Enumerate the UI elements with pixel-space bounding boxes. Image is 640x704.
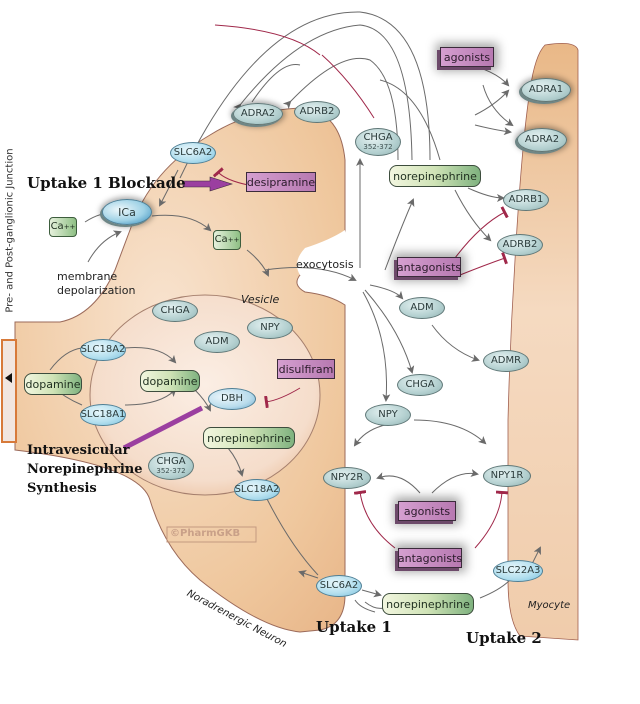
junction-bracket (1, 339, 17, 443)
membrane-label-line2: depolarization (57, 284, 136, 297)
intravesicular-line1: Intravesicular (27, 443, 130, 458)
membrane-label: membrane depolarization (57, 270, 135, 298)
gene-adrb2-presynaptic[interactable]: ADRB2 (294, 101, 340, 123)
gene-chga-vesicle[interactable]: CHGA (152, 300, 198, 322)
ca-outside-text: Ca (50, 221, 64, 232)
pharmgkb-watermark: ©PharmGKB (170, 528, 241, 539)
collapse-triangle-icon[interactable] (5, 373, 12, 383)
chga-cleft-sub: 352-372 (363, 143, 393, 151)
drug-desipramine[interactable]: desipramine (246, 172, 316, 192)
gene-slc18a2-left[interactable]: SLC18A2 (80, 339, 126, 361)
chemical-ca-outside[interactable]: Ca++ (49, 217, 77, 237)
gene-adm-vesicle[interactable]: ADM (194, 331, 240, 353)
watermark-box (166, 526, 257, 543)
drug-antagonists-adrenergic[interactable]: antagonists (397, 257, 461, 277)
exocytosis-pocket (296, 230, 345, 300)
ca-inside-charge: ++ (227, 235, 240, 244)
chemical-norepinephrine-bottom[interactable]: norepinephrine (382, 593, 474, 615)
gene-adrb1[interactable]: ADRB1 (503, 189, 549, 211)
gene-chga-352-372-cleft[interactable]: CHGA 352-372 (355, 128, 401, 156)
gene-adm-cleft[interactable]: ADM (399, 297, 445, 319)
drug-antagonists-npy[interactable]: antagonists (398, 548, 462, 568)
drug-agonists-npy[interactable]: agonists (398, 501, 456, 521)
junction-title: Pre- and Post-ganglionic Junction (4, 148, 16, 313)
chga-vesicle-sub: 352-372 (156, 467, 186, 475)
intravesicular-synthesis-label: Intravesicular Norepinephrine Synthesis (27, 441, 142, 498)
ca-inside-text: Ca (214, 234, 228, 245)
gene-slc6a2-bottom[interactable]: SLC6A2 (316, 575, 362, 597)
chemical-dopamine-vesicle[interactable]: dopamine (140, 370, 200, 392)
gene-npy1r[interactable]: NPY1R (483, 465, 531, 487)
chemical-ca-inside[interactable]: Ca++ (213, 230, 241, 250)
gene-adrb2-postsynaptic[interactable]: ADRB2 (497, 234, 543, 256)
ca-outside-charge: ++ (63, 222, 76, 231)
gene-slc18a1[interactable]: SLC18A1 (80, 404, 126, 426)
chemical-norepinephrine-vesicle[interactable]: norepinephrine (203, 427, 295, 449)
exocytosis-label: exocytosis (296, 258, 354, 271)
gene-chga-352-372-vesicle[interactable]: CHGA 352-372 (148, 452, 194, 480)
gene-slc22a3[interactable]: SLC22A3 (493, 560, 543, 582)
chemical-dopamine-cytosol[interactable]: dopamine (24, 373, 82, 395)
uptake2-label: Uptake 2 (466, 629, 542, 647)
gene-slc6a2-top[interactable]: SLC6A2 (170, 142, 216, 164)
chemical-norepinephrine-cleft[interactable]: norepinephrine (389, 165, 481, 187)
intravesicular-line3: Synthesis (27, 481, 97, 496)
chga-vesicle-name: CHGA (156, 456, 186, 467)
chga-cleft-name: CHGA (363, 132, 393, 143)
drug-disulfiram[interactable]: disulfiram (277, 359, 335, 379)
gene-adra2-presynaptic[interactable]: ADRA2 (233, 103, 283, 125)
gene-admr[interactable]: ADMR (483, 350, 529, 372)
drug-agonists-adrenergic[interactable]: agonists (440, 47, 494, 67)
gene-npy-vesicle[interactable]: NPY (247, 317, 293, 339)
gene-slc18a2-bottom[interactable]: SLC18A2 (234, 479, 280, 501)
membrane-label-line1: membrane (57, 270, 118, 283)
gene-npy-cleft[interactable]: NPY (365, 404, 411, 426)
gene-adra2-postsynaptic[interactable]: ADRA2 (517, 128, 567, 152)
gene-dbh[interactable]: DBH (208, 388, 256, 410)
intravesicular-line2: Norepinephrine (27, 462, 143, 477)
gene-ica[interactable]: ICa (102, 199, 152, 225)
uptake1-label: Uptake 1 (316, 618, 392, 636)
gene-chga-cleft[interactable]: CHGA (397, 374, 443, 396)
gene-npy2r[interactable]: NPY2R (323, 467, 371, 489)
blockade-arrow (182, 176, 233, 192)
synthesis-indicator (122, 405, 204, 451)
vesicle-label: Vesicle (241, 293, 280, 306)
uptake1-blockade-label: Uptake 1 Blockade (27, 174, 186, 192)
gene-adra1[interactable]: ADRA1 (521, 78, 571, 102)
myocyte-label: Myocyte (528, 600, 571, 611)
